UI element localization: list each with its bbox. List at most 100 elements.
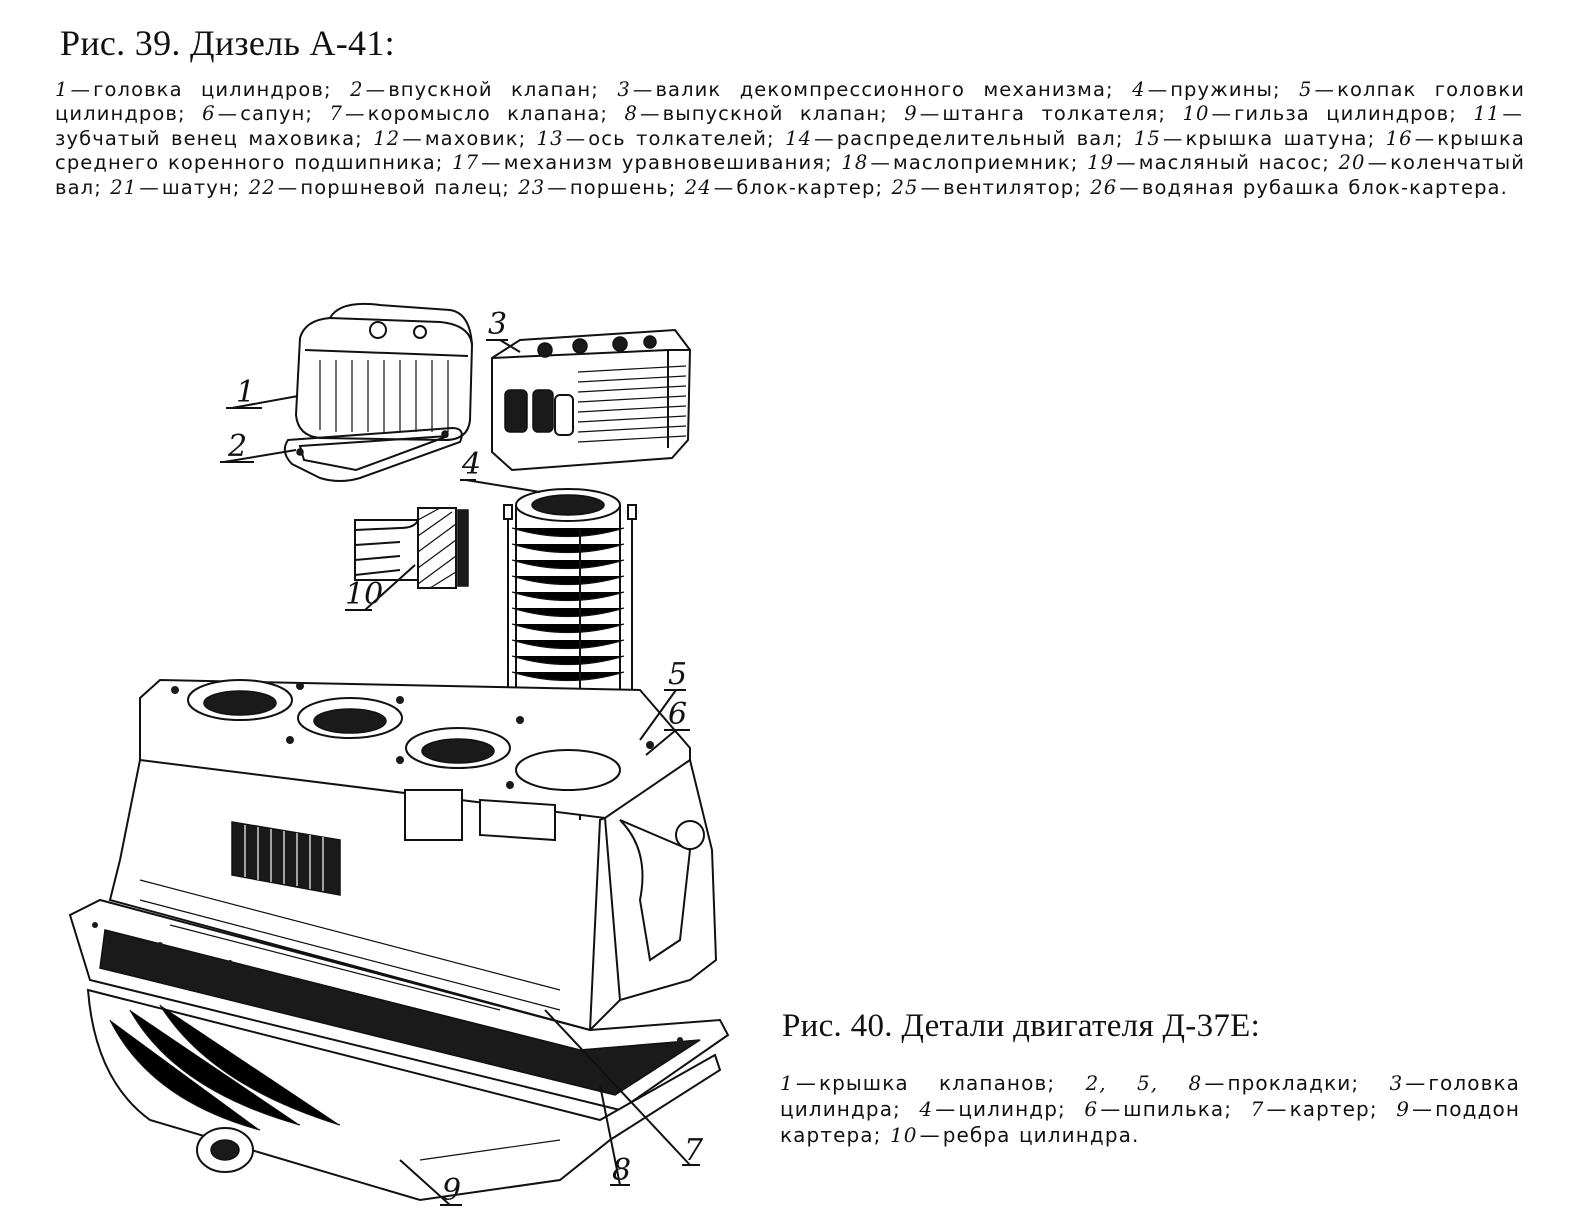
legend-number: 4 [919,1097,934,1121]
legend-text: сапун; [240,102,314,126]
legend-dash: — [919,1123,941,1147]
legend-entry: 6—шпилька; [1084,1097,1232,1121]
legend-dash: — [919,102,941,126]
legend-dash: — [713,175,735,199]
legend-text: блок-картер; [736,175,884,199]
callout-5: 5 [668,657,687,692]
legend-dash: — [481,151,502,175]
legend-number: 9 [1396,1097,1411,1121]
oil-sump [86,988,722,1202]
legend-dash: — [640,102,661,126]
legend-entry: 4—пружины; [1132,78,1281,101]
legend-text: поршневой палец; [300,175,510,199]
figure-39-legend: 1—головка цилиндров; 2—впускной клапан; … [55,78,1525,200]
legend-number: 21 [110,175,138,199]
cylinder-block [108,678,718,1032]
legend-entry: 9—поддон картера; [780,1097,1520,1147]
legend-entry: 3—валик декомпрессионного механизма; [617,78,1113,101]
callout-2: 2 [227,429,247,464]
legend-entry: 6—сапун; [202,102,313,125]
legend-entry: 7—коромысло клапана; [329,102,608,125]
legend-dash: — [795,1071,817,1095]
legend-text: масляный насос; [1138,151,1330,175]
callout-7: 7 [684,1133,704,1168]
legend-text: гильза цилиндров; [1234,102,1457,126]
figure-40-title: Рис. 40. Детали двигателя Д-37Е: [782,1008,1261,1044]
legend-text: ось толкателей; [588,126,775,150]
legend-text: цилиндр; [958,1097,1066,1121]
legend-dash: — [1162,126,1184,150]
legend-dash: — [217,102,239,126]
legend-dash: — [935,1097,957,1121]
legend-entry: 17—механизм уравновешивания; [452,151,833,174]
legend-dash: — [70,78,92,101]
legend-dash: — [1204,1071,1226,1095]
legend-entry: 4—цилиндр; [919,1097,1065,1121]
callout-4: 4 [461,447,481,482]
legend-number: 25 [891,175,919,199]
callout-3: 3 [488,307,507,342]
legend-number: 5 [1299,78,1313,101]
legend-dash: — [565,126,587,150]
legend-dash: — [139,175,160,199]
legend-number: 9 [904,102,918,126]
legend-text: зубчатый венец маховика; [55,126,363,150]
legend-dash: — [277,175,299,199]
legend-entry: 25—вентилятор; [891,176,1081,199]
legend-number: 18 [841,151,869,175]
legend-number: 1 [55,78,69,101]
legend-dash: — [547,175,568,199]
legend-entry: 12—маховик; [373,127,526,150]
legend-number: 10 [1182,102,1210,126]
legend-number: 14 [785,126,813,150]
valve-cover-gasket [283,426,463,482]
legend-dash: — [1367,151,1389,175]
legend-dash: — [1147,78,1169,101]
legend-dash: — [814,126,835,150]
legend-number: 23 [518,175,546,199]
legend-entry: 24—блок-картер; [685,176,883,199]
legend-dash: — [1414,126,1436,150]
oil-pan-gasket [68,898,730,1112]
legend-dash: — [365,78,387,101]
legend-entry: 1—головка цилиндров; [55,78,332,101]
legend-dash: — [1266,1097,1288,1121]
legend-text: картер; [1289,1097,1378,1121]
legend-number: 10 [889,1123,918,1147]
legend-number: 12 [373,126,401,150]
callout-8: 8 [612,1153,631,1188]
legend-dash: — [632,78,654,101]
figure-39-title: Рис. 39. Дизель А-41: [60,23,395,63]
legend-number: 16 [1385,126,1413,150]
legend-text: пружины; [1170,78,1281,101]
legend-text: распределительный вал; [836,126,1124,150]
legend-entry: 1—крышка клапанов; [780,1071,1055,1095]
legend-entry: 21—шатун; [110,176,240,199]
legend-number: 4 [1132,78,1146,101]
legend-entry: 20—коленчатый вал; [55,151,1525,198]
legend-text: выпускной клапан; [662,102,888,126]
legend-number: 13 [536,126,564,150]
legend-entry: 8—выпускной клапан; [624,102,887,125]
legend-text: головка цилиндров; [93,78,332,101]
valve-cover [294,302,474,442]
legend-text: водяная рубашка блок-картера. [1141,175,1508,199]
callout-leaders [220,339,700,1206]
legend-entry: 2, 5, 8—прокладки; [1085,1071,1359,1095]
legend-text: коленчатый вал; [55,151,1525,199]
legend-number: 19 [1087,151,1115,175]
legend-entry: 16—крышка среднего коренного подшипника; [55,127,1525,174]
legend-text: штанга толкателя; [942,102,1167,126]
legend-dash: — [1116,151,1137,175]
legend-text: впускной клапан; [388,78,599,101]
legend-dash: — [1119,175,1140,199]
cylinder-fin-section [354,507,469,589]
legend-entry: 11—зубчатый венец маховика; [55,102,1525,149]
legend-number: 22 [248,175,276,199]
legend-dash: — [1412,1097,1434,1121]
legend-number: 8 [624,102,638,126]
legend-number: 2 [350,78,364,101]
legend-text: механизм уравновешивания; [503,151,833,175]
legend-number: 24 [684,175,712,199]
